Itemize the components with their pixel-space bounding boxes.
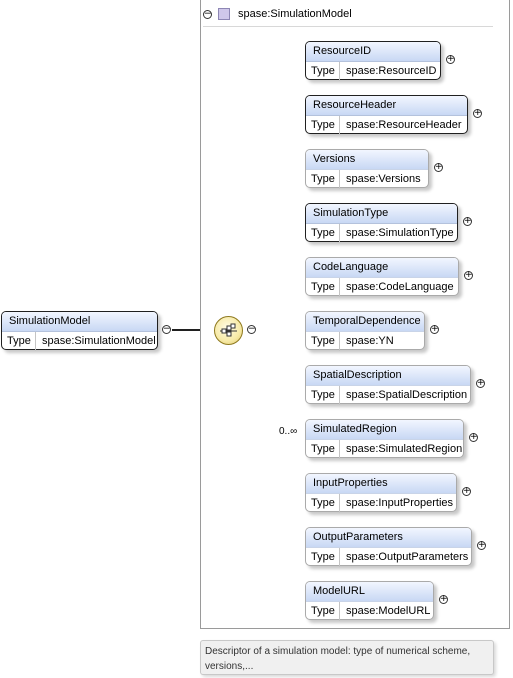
type-label: Type <box>306 548 340 567</box>
element-resourceid[interactable]: ResourceID Type spase:ResourceID <box>305 41 441 81</box>
element-modelurl[interactable]: ModelURL Type spase:ModelURL <box>305 581 434 621</box>
type-label: Type <box>306 602 340 621</box>
type-value: spase:SpatialDescription <box>346 389 468 401</box>
element-versions[interactable]: Versions Type spase:Versions <box>305 149 429 189</box>
element-name: CodeLanguage <box>306 258 458 278</box>
type-label: Type <box>306 116 340 135</box>
element-name: Versions <box>306 150 428 170</box>
element-temporaldependence[interactable]: TemporalDependence Type spase:YN <box>305 311 425 351</box>
occurrence-label: 0..∞ <box>279 426 298 437</box>
element-name: ResourceID <box>306 42 440 62</box>
element-name: OutputParameters <box>306 528 471 548</box>
element-name: SimulatedRegion <box>306 420 463 440</box>
type-value: spase:ResourceID <box>346 65 437 77</box>
collapse-icon[interactable]: − <box>247 324 256 334</box>
expand-icon[interactable]: + <box>477 540 486 550</box>
root-element-simulationmodel[interactable]: SimulationModel Type spase:SimulationMod… <box>1 311 158 351</box>
expand-icon[interactable]: + <box>473 108 482 118</box>
complex-type-header: − spase:SimulationModel <box>203 4 493 27</box>
expand-icon[interactable]: + <box>476 378 485 388</box>
annotation-box: Descriptor of a simulation model: type o… <box>200 640 494 675</box>
type-value: spase:SimulationType <box>346 227 454 239</box>
expand-icon[interactable]: + <box>464 270 473 280</box>
type-value: spase:SimulatedRegion <box>346 443 463 455</box>
expand-icon[interactable]: + <box>463 216 472 226</box>
expand-icon[interactable]: + <box>462 486 471 496</box>
element-name: InputProperties <box>306 474 456 494</box>
type-value: spase:YN <box>346 335 394 347</box>
type-label: Type <box>306 386 340 405</box>
type-value: spase:CodeLanguage <box>346 281 454 293</box>
complex-type-label: spase:SimulationModel <box>238 8 352 20</box>
type-label: Type <box>306 332 340 351</box>
type-label: Type <box>306 170 340 189</box>
element-name: SimulationType <box>306 204 457 224</box>
type-label: Type <box>306 278 340 297</box>
expand-icon[interactable]: + <box>439 594 448 604</box>
type-value: spase:InputProperties <box>346 497 454 509</box>
element-name: ResourceHeader <box>306 96 467 116</box>
type-value: spase:SimulationModel <box>42 335 156 347</box>
element-name: TemporalDependence <box>306 312 424 332</box>
element-resourceheader[interactable]: ResourceHeader Type spase:ResourceHeader <box>305 95 468 135</box>
element-name: ModelURL <box>306 582 433 602</box>
type-label: Type <box>306 494 340 513</box>
expand-icon[interactable]: + <box>446 54 455 64</box>
type-value: spase:Versions <box>346 173 421 185</box>
type-label: Type <box>2 332 36 351</box>
complex-type-icon <box>218 8 230 20</box>
type-label: Type <box>306 224 340 243</box>
collapse-icon[interactable]: − <box>203 8 212 19</box>
element-simulationtype[interactable]: SimulationType Type spase:SimulationType <box>305 203 458 243</box>
collapse-icon[interactable]: − <box>162 324 171 334</box>
expand-icon[interactable]: + <box>434 162 443 172</box>
type-label: Type <box>306 440 340 459</box>
element-simulatedregion[interactable]: SimulatedRegion Type spase:SimulatedRegio… <box>305 419 464 459</box>
expand-icon[interactable]: + <box>469 432 478 442</box>
type-value: spase:ResourceHeader <box>346 119 462 131</box>
sequence-compositor-icon[interactable] <box>214 316 243 345</box>
expand-icon[interactable]: + <box>430 324 439 334</box>
type-value: spase:OutputParameters <box>346 551 469 563</box>
element-name: SpatialDescription <box>306 366 470 386</box>
element-name: SimulationModel <box>2 312 157 332</box>
element-outputparameters[interactable]: OutputParameters Type spase:OutputParamet… <box>305 527 472 567</box>
type-value: spase:ModelURL <box>346 605 431 617</box>
element-codelanguage[interactable]: CodeLanguage Type spase:CodeLanguage <box>305 257 459 297</box>
type-label: Type <box>306 62 340 81</box>
element-inputproperties[interactable]: InputProperties Type spase:InputPropertie… <box>305 473 457 513</box>
element-spatialdescription[interactable]: SpatialDescription Type spase:SpatialDesc… <box>305 365 471 405</box>
